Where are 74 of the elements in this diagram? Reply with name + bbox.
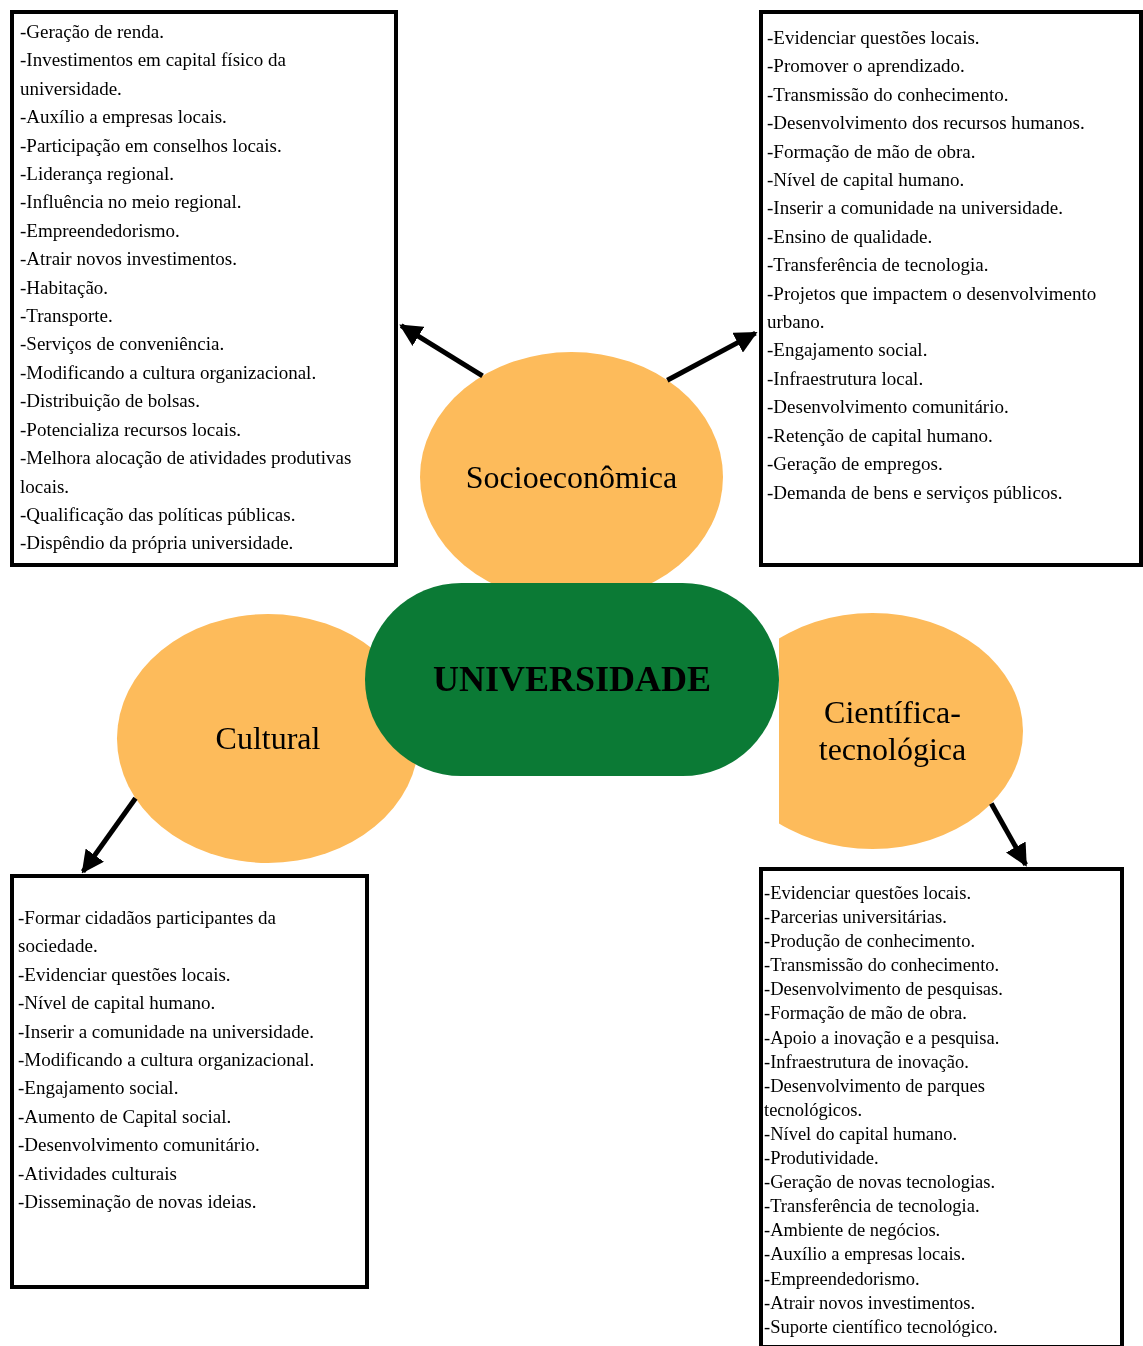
list-item: -Desenvolvimento de pesquisas.	[764, 978, 1004, 1002]
list-item: -Dispêndio da própria universidade.	[20, 531, 295, 556]
list-item: -Influência no meio regional.	[20, 190, 243, 215]
list-item: -Engajamento social.	[18, 1076, 180, 1101]
list-item: -Aumento de Capital social.	[18, 1104, 233, 1129]
list-item: -Demanda de bens e serviços públicos.	[767, 480, 1064, 505]
list-item: -Nível de capital humano.	[767, 168, 966, 193]
text-box	[759, 867, 1124, 1346]
list-item: -Potencializa recursos locais.	[20, 417, 243, 442]
text-box	[759, 10, 1143, 567]
list-item: -Atrair novos investimentos.	[20, 247, 238, 272]
list-item: -Produção de conhecimento.	[764, 930, 977, 954]
list-item: -Formação de mão de obra.	[767, 139, 977, 164]
list-item: -Transporte.	[20, 304, 114, 329]
list-item: -Transferência de tecnologia.	[764, 1195, 981, 1219]
list-item: -Evidenciar questões locais.	[18, 962, 232, 987]
text-box	[10, 10, 398, 567]
list-item: -Transferência de tecnologia.	[767, 253, 990, 278]
list-item: -Auxílio a empresas locais.	[764, 1243, 967, 1267]
list-item: -Evidenciar questões locais.	[764, 882, 973, 905]
node-label: Científica-tecnológica	[817, 694, 968, 768]
list-item: -Desenvolvimento de parques tecnológicos.	[764, 1074, 986, 1122]
list-item: -Auxílio a empresas locais.	[20, 105, 228, 130]
list-item: -Projetos que impactem o desenvolvimento urbano.	[767, 281, 1098, 335]
list-item: -Nível de capital humano.	[18, 991, 217, 1016]
list-item: -Liderança regional.	[20, 162, 176, 187]
list-item: -Retenção de capital humano.	[767, 423, 994, 448]
list-item: -Habitação.	[20, 275, 110, 300]
arrow	[80, 796, 138, 874]
list-item: -Geração de novas tecnologias.	[764, 1171, 997, 1195]
arrow	[399, 323, 484, 379]
list-item: -Inserir a comunidade na universidade.	[767, 196, 1064, 221]
list-item: -Nível do capital humano.	[764, 1122, 959, 1146]
list-item: -Geração de renda.	[20, 20, 165, 44]
list-item: -Participação em conselhos locais.	[20, 133, 283, 158]
node-label: UNIVERSIDADE	[432, 658, 712, 701]
arrow	[666, 330, 758, 383]
list-item: -Parcerias universitárias.	[764, 906, 948, 930]
list-item: -Infraestrutura local.	[767, 366, 925, 391]
list-item: -Investimentos em capital físico da universidade.	[20, 48, 287, 101]
list-item: -Ensino de qualidade.	[767, 224, 934, 249]
list-item: -Inserir a comunidade na universidade.	[18, 1019, 315, 1044]
list-item: -Modificando a cultura organizacional.	[18, 1048, 316, 1073]
list-item: -Engajamento social.	[767, 338, 929, 363]
list-item: -Desenvolvimento comunitário.	[767, 395, 1010, 420]
list-item: -Disseminação de novas ideias.	[18, 1190, 258, 1215]
list-item: -Produtividade.	[764, 1147, 880, 1171]
list-item: -Distribuição de bolsas.	[20, 389, 201, 414]
list-item: -Desenvolvimento dos recursos humanos.	[767, 111, 1086, 136]
list-item: -Serviços de conveniência.	[20, 332, 226, 357]
list-item: -Desenvolvimento comunitário.	[18, 1133, 261, 1158]
node-label: Cultural	[215, 720, 321, 757]
node-label: Socioeconômica	[465, 458, 678, 496]
rounded-node	[365, 583, 779, 776]
list-item: -Infraestrutura de inovação.	[764, 1050, 970, 1074]
list-item: -Empreendedorismo.	[764, 1267, 921, 1291]
list-item: -Evidenciar questões locais.	[767, 26, 981, 50]
list-item: -Atividades culturais	[18, 1161, 178, 1186]
list-item: -Ambiente de negócios.	[764, 1219, 942, 1243]
list-item: -Transmissão do conhecimento.	[767, 82, 1010, 107]
list-item: -Formar cidadãos participantes da sociedade.	[18, 906, 277, 959]
text-box	[10, 874, 369, 1289]
list-item: -Apoio a inovação e a pesquisa.	[764, 1026, 1001, 1050]
list-item: -Transmissão do conhecimento.	[764, 954, 1001, 978]
list-item: -Promover o aprendizado.	[767, 54, 966, 79]
list-item: -Geração de empregos.	[767, 452, 944, 477]
list-item: -Atrair novos investimentos.	[764, 1291, 977, 1315]
list-item: -Formação de mão de obra.	[764, 1002, 968, 1026]
list-item: -Melhora alocação de atividades produtivas locais.	[20, 446, 353, 499]
list-item: -Modificando a cultura organizacional.	[20, 360, 318, 385]
list-item: -Qualificação das políticas públicas.	[20, 502, 297, 527]
arrow	[989, 802, 1028, 867]
list-item: -Suporte científico tecnológico.	[764, 1315, 999, 1339]
list-item: -Empreendedorismo.	[20, 218, 181, 243]
